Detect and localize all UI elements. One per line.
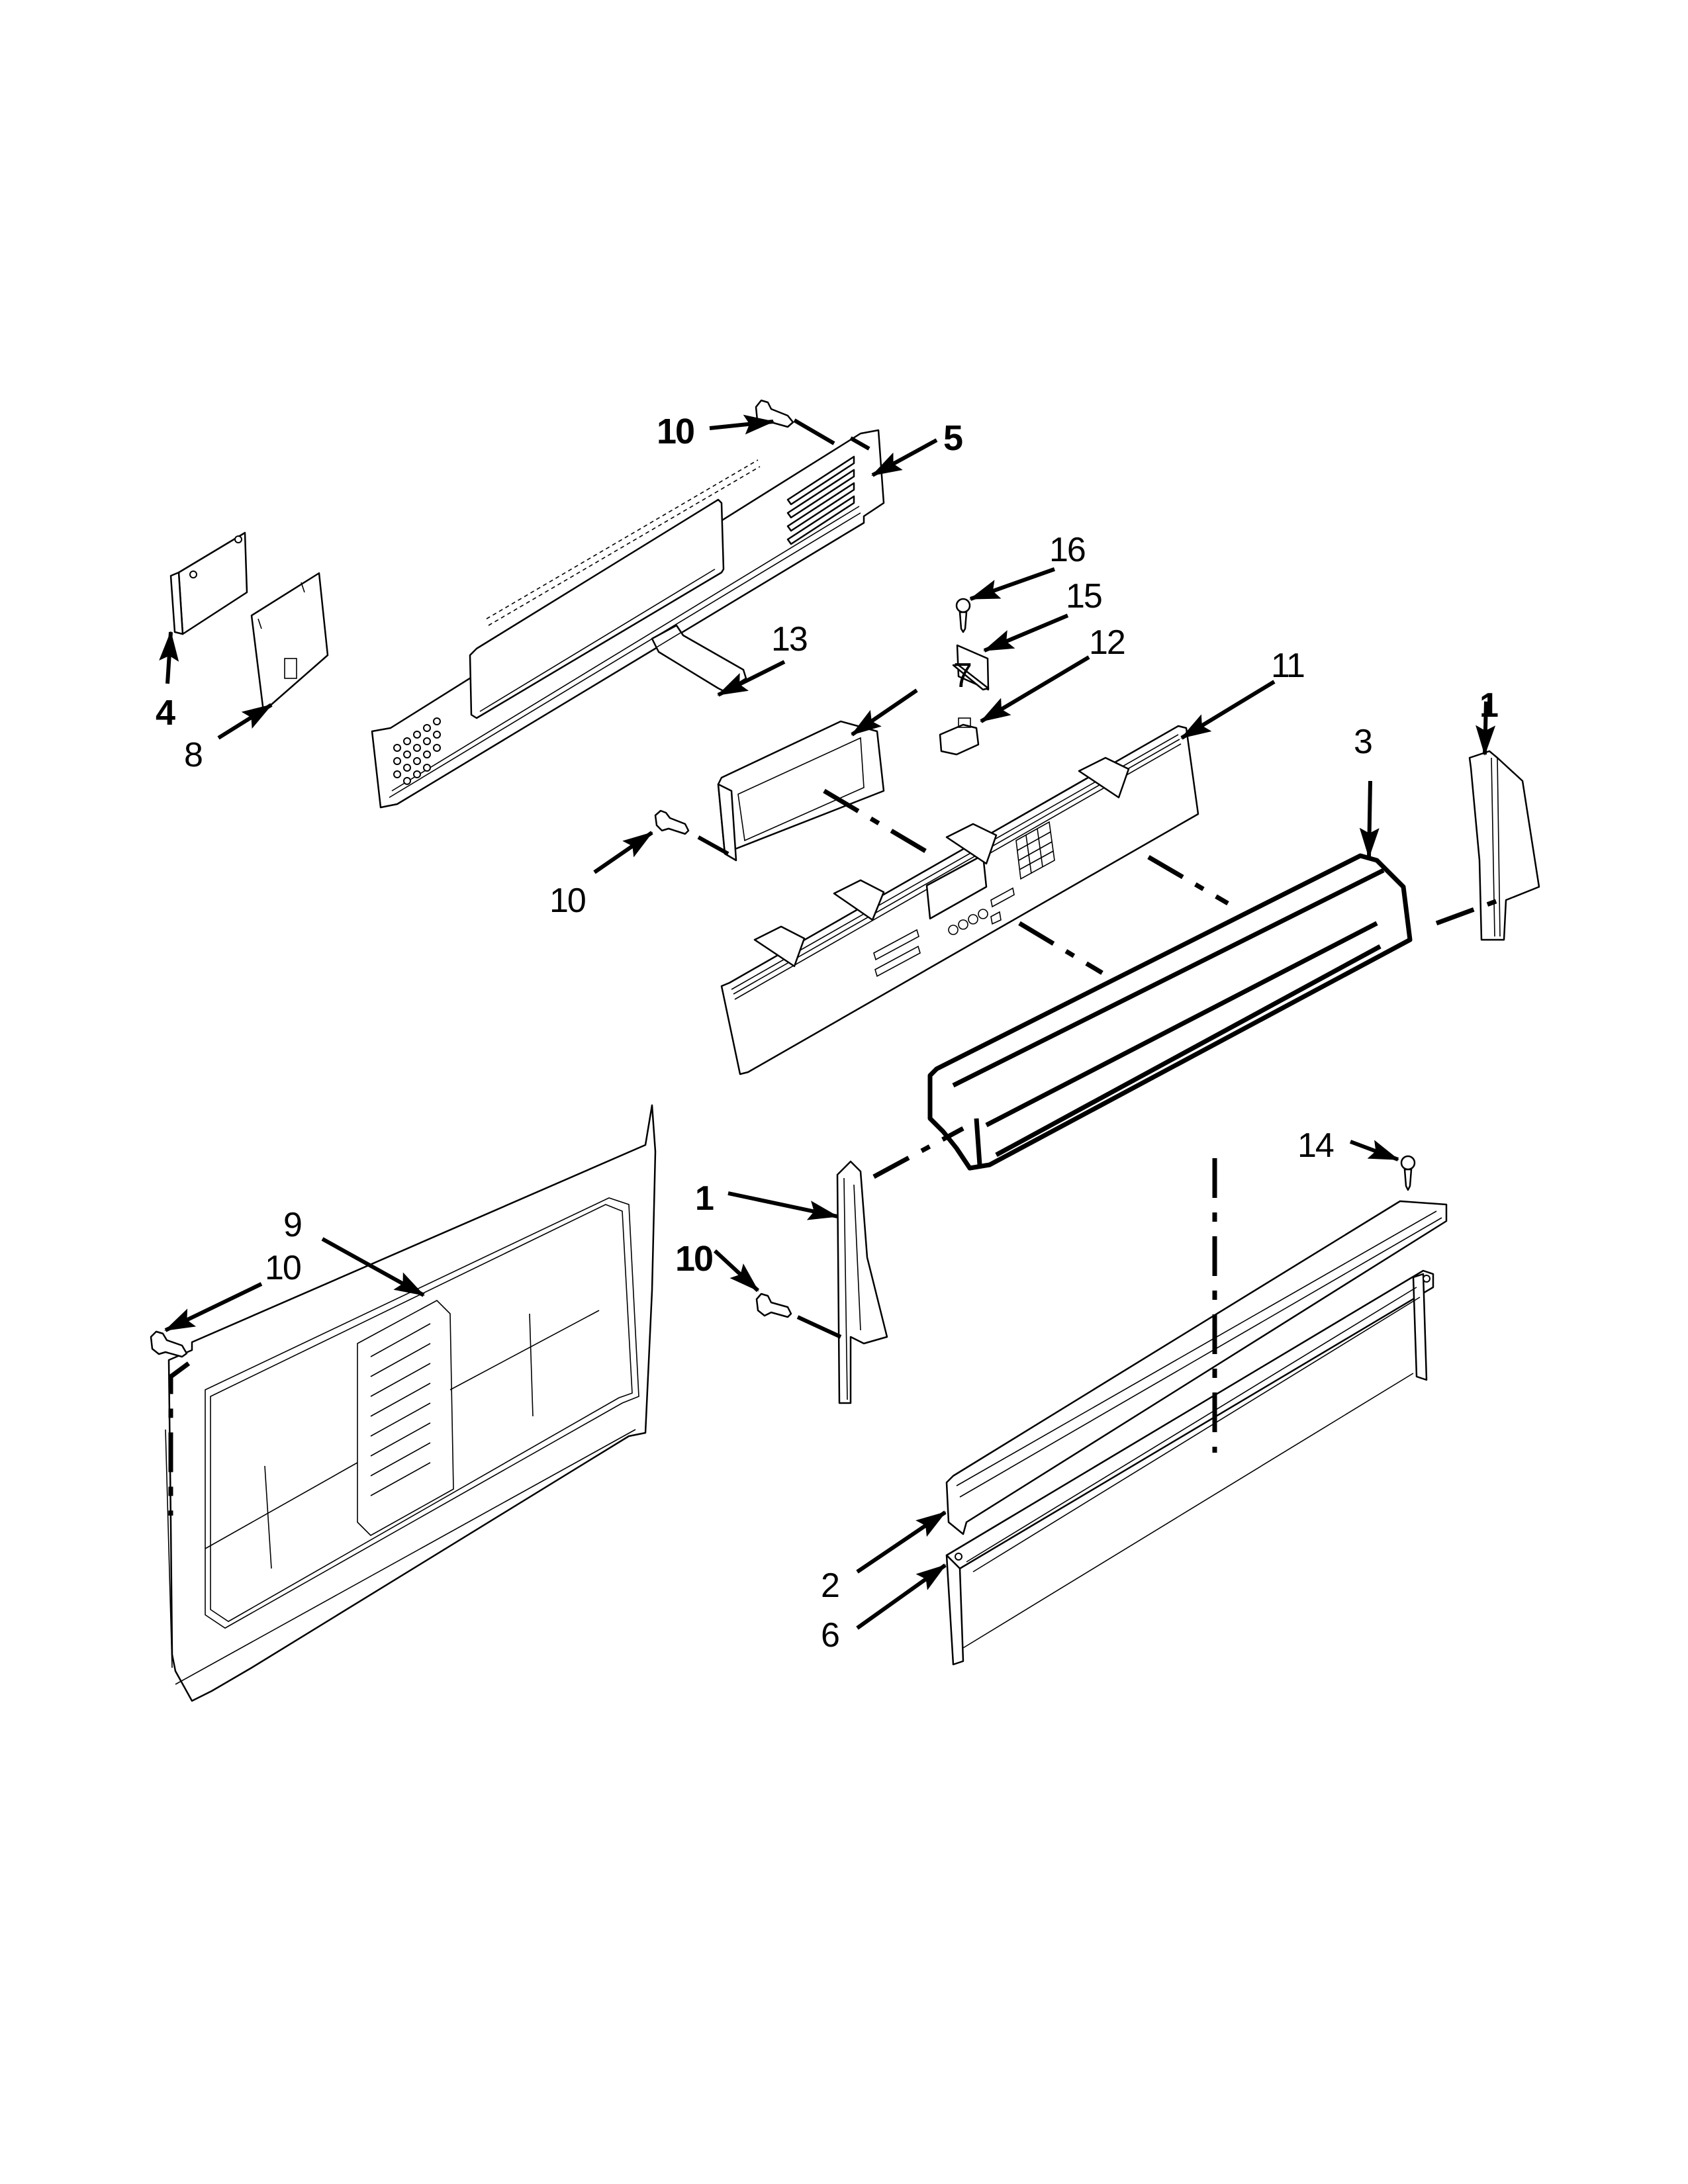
callout-3: 3 — [1354, 723, 1373, 761]
switch — [939, 717, 980, 756]
mounting-tabs — [753, 756, 1130, 968]
trim-frame — [927, 853, 1413, 1171]
callout-12: 12 — [1089, 623, 1126, 662]
callout-11: 11 — [1271, 647, 1305, 685]
control-panel — [720, 725, 1199, 1075]
callout-9: 9 — [283, 1206, 303, 1244]
buttons — [873, 887, 1015, 978]
callout-1-left: 1 — [695, 1179, 714, 1218]
callout-16: 16 — [1049, 531, 1086, 569]
vent-slots — [786, 455, 855, 545]
callout-4: 4 — [156, 693, 175, 733]
callout-5: 5 — [943, 418, 963, 458]
screw-icon — [654, 809, 729, 856]
electronic-board — [169, 531, 248, 635]
callout-13: 13 — [771, 620, 808, 659]
board-bracket — [250, 572, 329, 713]
support-rail — [945, 1200, 1448, 1535]
louver-vents — [357, 1300, 454, 1536]
phantom-line — [168, 1361, 191, 1516]
callout-10: 10 — [657, 412, 695, 451]
screw-icon — [150, 1330, 188, 1358]
end-cap-left — [836, 1160, 888, 1404]
callout-14: 14 — [1297, 1126, 1335, 1165]
callout-6: 6 — [821, 1616, 840, 1655]
callout-10-mid: 10 — [549, 882, 586, 920]
control-board — [717, 720, 885, 862]
vent-holes — [393, 717, 441, 785]
end-cap-right — [1468, 750, 1540, 941]
keypad — [1015, 821, 1055, 880]
ribbon-cable — [651, 624, 747, 693]
mounting-bracket — [945, 1269, 1434, 1666]
bracket — [952, 644, 990, 691]
phantom-lines — [823, 788, 1501, 1453]
callout-8: 8 — [184, 736, 203, 774]
rear-panel — [165, 1104, 657, 1702]
callout-7: 7 — [953, 657, 972, 695]
callout-1-right: 1 — [1479, 686, 1499, 725]
screw-icon — [955, 598, 971, 633]
display-window — [925, 854, 988, 920]
screw-icon — [1400, 1155, 1416, 1191]
leader-arrows — [159, 414, 1496, 1630]
callout-10-left-mid: 10 — [675, 1239, 714, 1279]
rear-shield-panel — [371, 429, 885, 809]
callout-10-lower: 10 — [265, 1249, 302, 1287]
callout-2: 2 — [821, 1567, 840, 1605]
screw-icon — [755, 1293, 842, 1339]
screw-icon — [755, 399, 870, 451]
callout-15: 15 — [1066, 577, 1103, 615]
